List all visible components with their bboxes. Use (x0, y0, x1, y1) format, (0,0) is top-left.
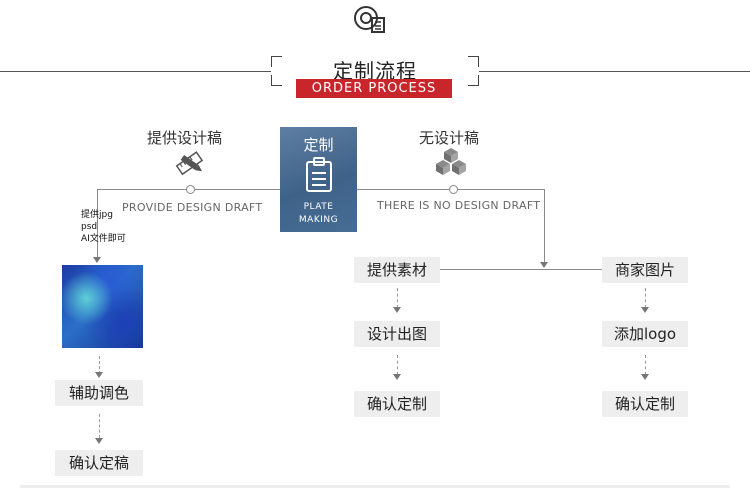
step-design-output: 设计出图 (354, 321, 440, 347)
left-branch-dot (186, 185, 195, 194)
col-a-arrow-1 (397, 288, 399, 308)
right-branch-dot (449, 185, 458, 194)
left-step-arrowhead-1 (95, 372, 103, 378)
step-merchant-images: 商家图片 (602, 257, 688, 283)
step-confirm-custom-a: 确认定制 (354, 391, 440, 417)
step-assist-color: 辅助调色 (55, 380, 143, 406)
camera-icon (354, 6, 385, 33)
col-b-arrow-1 (645, 288, 647, 308)
step-confirm-custom-b: 确认定制 (602, 391, 688, 417)
left-step-arrowhead-2 (95, 438, 103, 444)
step-confirm-draft: 确认定稿 (55, 450, 143, 476)
right-branch-label-en: THERE IS NO DESIGN DRAFT (377, 199, 541, 212)
left-branch-label: 提供设计稿 (147, 129, 223, 147)
col-a-arrowhead-2 (393, 374, 401, 380)
left-drop (97, 189, 98, 259)
file-note-line1: 提供jpg (81, 210, 113, 220)
design-draft-image (62, 265, 143, 348)
bottom-divider (20, 485, 730, 488)
col-b-arrowhead-2 (641, 374, 649, 380)
cubes-icon (436, 148, 466, 175)
plate-subtitle-1: PLATE (303, 202, 334, 212)
right-drop-arrow (540, 262, 548, 268)
col-b-arrow-2 (645, 355, 647, 375)
pencil-ruler-icon (175, 151, 204, 176)
bottom-connector (440, 269, 602, 270)
file-note-line3: AI文件即可 (81, 234, 126, 244)
col-a-arrow-2 (397, 355, 399, 375)
plate-title: 定制 (303, 136, 334, 154)
right-drop (544, 189, 545, 265)
right-branch-label: 无设计稿 (419, 129, 480, 147)
step-provide-material: 提供素材 (354, 257, 440, 283)
clipboard-icon (306, 157, 332, 192)
left-drop-arrow (93, 257, 101, 263)
title-badge: ORDER PROCESS (296, 79, 452, 98)
left-step-arrow-1 (99, 356, 101, 374)
col-a-arrowhead-1 (393, 307, 401, 313)
col-b-arrowhead-1 (641, 307, 649, 313)
file-note-line2: psd (81, 222, 98, 232)
left-branch-label-en: PROVIDE DESIGN DRAFT (122, 201, 263, 214)
plate-making-card: 定制 PLATE MAKING (280, 127, 357, 232)
step-add-logo: 添加logo (602, 321, 688, 347)
left-step-arrow-2 (99, 414, 101, 438)
plate-subtitle-2: MAKING (298, 215, 339, 225)
